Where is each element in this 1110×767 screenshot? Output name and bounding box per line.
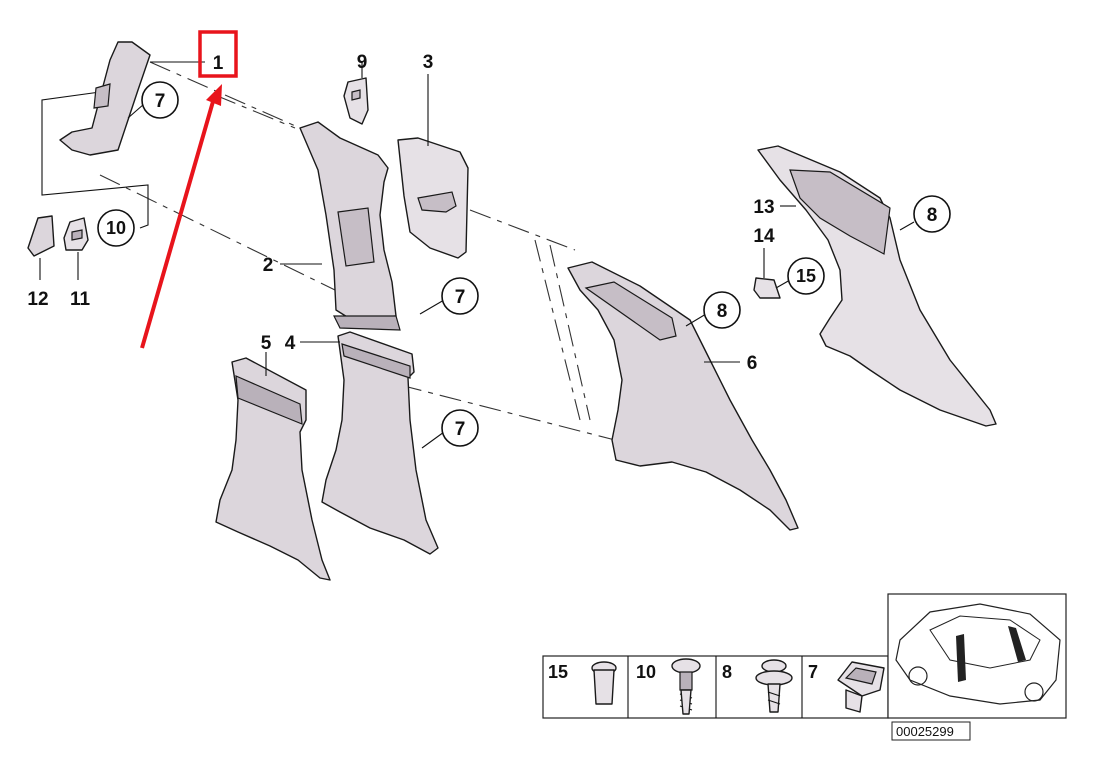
legend-label-15: 15 xyxy=(548,662,568,682)
part-number-6: 6 xyxy=(747,353,758,374)
callout-circle xyxy=(441,409,479,447)
callout-numbers: 7 10 7 7 8 8 15 xyxy=(106,91,937,440)
clip-icon xyxy=(837,661,885,713)
callout-circle xyxy=(913,195,951,233)
part-number-13: 13 xyxy=(753,197,774,218)
assembly-line xyxy=(549,244,591,421)
callout-circle xyxy=(787,257,825,295)
part-11-retainer-clip xyxy=(63,217,89,280)
part-number-2: 2 xyxy=(263,255,274,276)
part-2-b-pillar-upper-trim xyxy=(280,121,401,331)
part-13-rear-trim-panel xyxy=(757,145,997,427)
highlight-arrow xyxy=(140,84,222,349)
callout-15-label: 15 xyxy=(796,266,816,286)
part-4-b-pillar-lower-trim-inner xyxy=(300,331,439,555)
callouts xyxy=(97,81,951,447)
screw-icon xyxy=(671,658,701,715)
assembly-line xyxy=(214,94,296,129)
reference-frame xyxy=(891,721,971,741)
legend-label-8: 8 xyxy=(722,662,732,682)
fastener-legend: 15 10 8 7 xyxy=(542,655,889,719)
part-number-1: 1 xyxy=(213,53,224,74)
part-number-14: 14 xyxy=(753,226,775,247)
assembly-lines xyxy=(99,61,616,441)
callout-8-label: 8 xyxy=(717,301,728,322)
legend-label-7: 7 xyxy=(808,662,818,682)
part-number-4: 4 xyxy=(285,333,296,354)
group-bracket xyxy=(41,91,149,229)
assembly-line xyxy=(469,209,576,251)
callout-8-label: 8 xyxy=(927,205,938,226)
callout-circle xyxy=(703,291,741,329)
callout-7-label: 7 xyxy=(455,287,466,308)
part-14-cover xyxy=(753,248,781,299)
cap-nut-icon xyxy=(591,661,617,705)
part-1-a-pillar-trim xyxy=(59,41,205,156)
callout-7-label: 7 xyxy=(455,419,466,440)
callout-10-label: 10 xyxy=(106,218,126,238)
callout-7-label: 7 xyxy=(155,91,166,112)
part-number-12: 12 xyxy=(27,289,48,310)
part-number-5: 5 xyxy=(261,333,272,354)
part-number-9: 9 xyxy=(357,52,368,73)
car-location-thumbnail xyxy=(887,593,1067,719)
part-6-c-pillar-trim xyxy=(567,261,799,531)
legend-label-10: 10 xyxy=(636,662,656,682)
part-12-cover-cap xyxy=(27,215,55,280)
part-5-b-pillar-lower-trim-outer xyxy=(215,352,331,581)
callout-circle xyxy=(141,81,179,119)
reference-number: 00025299 xyxy=(896,724,954,739)
part-number-11: 11 xyxy=(70,289,91,310)
arrow-head-icon xyxy=(206,84,222,106)
assembly-line xyxy=(399,384,616,441)
callout-circle xyxy=(97,209,135,247)
highlight-box xyxy=(198,30,238,78)
part-3-cover-panel xyxy=(397,74,469,259)
part-9-bracket xyxy=(343,62,369,125)
part-number-3: 3 xyxy=(423,52,434,73)
assembly-line xyxy=(99,174,336,291)
part-numbers: 1 2 3 4 5 6 9 11 12 13 14 xyxy=(27,52,775,374)
assembly-line xyxy=(149,61,301,129)
assembly-line xyxy=(534,239,581,421)
expanding-rivet-icon xyxy=(755,659,793,713)
callout-circle xyxy=(441,277,479,315)
